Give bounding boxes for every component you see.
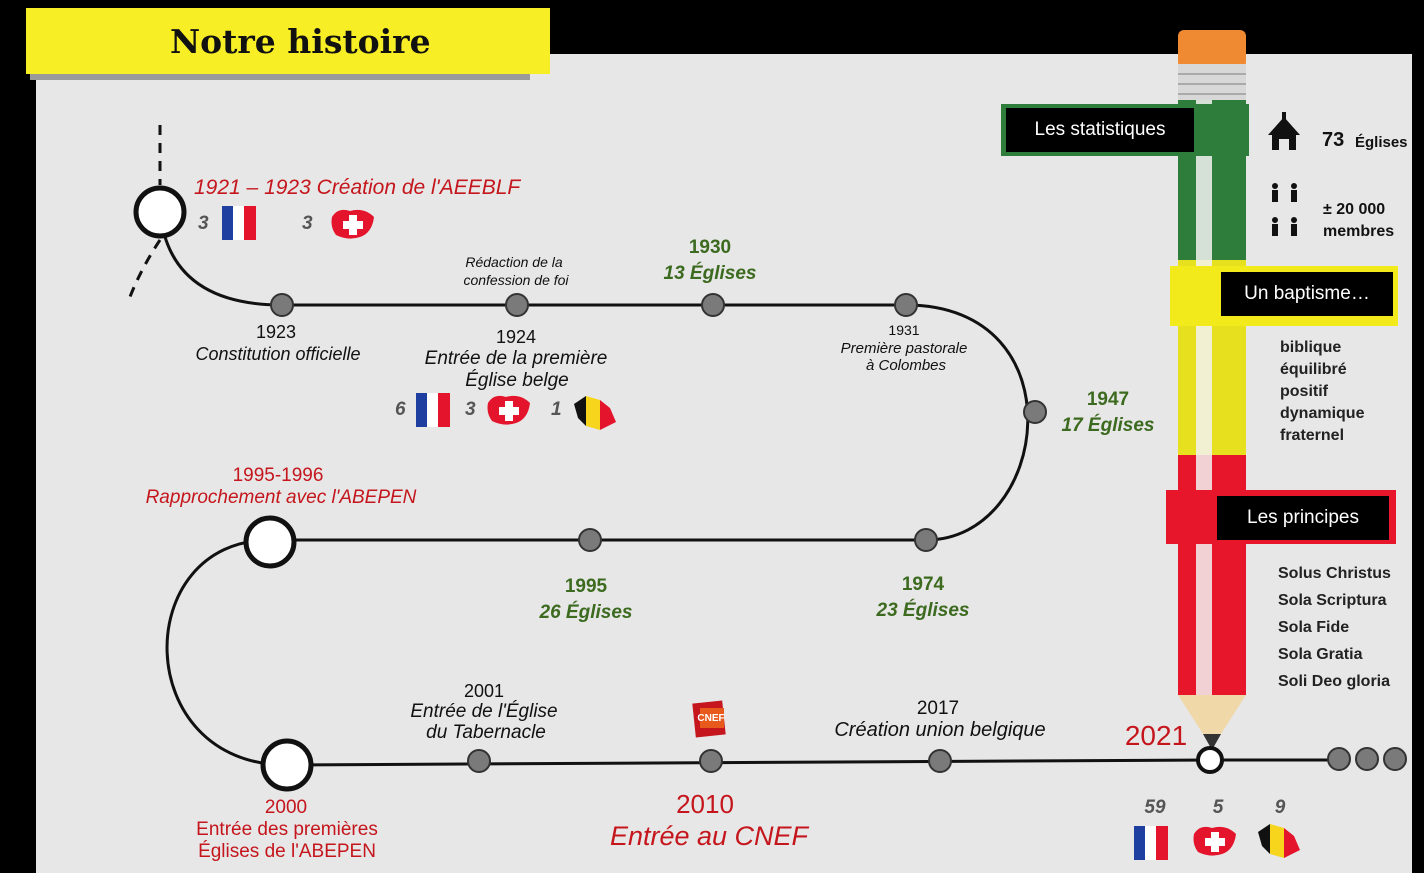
baptisme-item: dynamique: [1280, 405, 1365, 422]
event-2017-year: 2017: [916, 698, 960, 719]
principes-item: Sola Scriptura: [1278, 592, 1387, 609]
baptisme-list: biblique équilibré positif dynamique fra…: [1280, 337, 1364, 447]
count-ch-1921: 3: [302, 213, 313, 234]
event-1947-text: 17 Églises: [1061, 415, 1155, 436]
stats-label: Les statistiques: [1006, 108, 1194, 152]
timeline-path: [158, 211, 1330, 767]
baptisme-item: fraternel: [1280, 427, 1345, 444]
stats-membres-label: membres: [1323, 223, 1395, 240]
node-1931: [894, 293, 918, 317]
node-2010: [699, 749, 723, 773]
node-1921: [133, 185, 187, 239]
node-1995-1996: [243, 515, 297, 569]
principes-item: Solus Christus: [1278, 565, 1391, 582]
flag-france-1921: [222, 206, 256, 240]
event-2001-line2: du Tabernacle: [426, 722, 546, 743]
principes-item: Soli Deo gloria: [1278, 673, 1391, 690]
event-1995b-year: 1995-1996: [232, 465, 324, 486]
event-1974-year: 1974: [901, 574, 945, 595]
node-1947: [1023, 400, 1047, 424]
event-1921-title: 1921 – 1923 Création de l'AEEBLF: [194, 176, 521, 199]
baptisme-item: équilibré: [1280, 361, 1347, 378]
event-1974-text: 23 Églises: [876, 600, 970, 621]
event-2001-year: 2001: [463, 681, 505, 701]
event-1923-text: Constitution officielle: [195, 344, 361, 364]
event-2000-year: 2000: [264, 797, 308, 818]
event-2010-year: 2010: [676, 789, 734, 819]
future-dot-2: [1355, 747, 1379, 771]
event-1931-year: 1931: [888, 322, 920, 338]
event-1995-year: 1995: [564, 576, 608, 597]
baptisme-item: positif: [1280, 383, 1328, 400]
baptisme-label: Un baptisme…: [1221, 272, 1393, 316]
node-2000: [260, 738, 314, 792]
count-ch-1924: 3: [465, 399, 476, 420]
page-title: Notre histoire: [170, 22, 431, 61]
principes-label: Les principes: [1217, 496, 1389, 540]
count-fr-2021: 59: [1144, 797, 1166, 818]
redaction-line1: Rédaction de la: [465, 254, 563, 270]
people-icon: [1272, 183, 1297, 236]
event-1995b-text: Rapprochement avec l'ABEPEN: [145, 487, 417, 508]
principes-item: Sola Fide: [1278, 619, 1350, 636]
event-2001-line1: Entrée de l'Église: [410, 701, 558, 722]
event-2017-text: Création union belgique: [834, 719, 1046, 741]
node-2001: [467, 749, 491, 773]
baptisme-item: biblique: [1280, 339, 1342, 356]
stats-eglises-num: 73: [1322, 129, 1345, 151]
future-dot-3: [1383, 747, 1407, 771]
event-1930-year: 1930: [688, 237, 732, 258]
node-1924: [505, 293, 529, 317]
node-1923: [270, 293, 294, 317]
count-be-2021: 9: [1274, 797, 1286, 818]
cnef-logo-text: CNEF: [697, 713, 725, 724]
stats-eglises-label: Églises: [1355, 134, 1408, 151]
event-1924-line1: Entrée de la première: [424, 348, 608, 369]
future-dot-1: [1327, 747, 1351, 771]
event-2000-line2: Églises de l'ABEPEN: [198, 841, 376, 862]
event-1931-line1: Première pastorale: [840, 340, 968, 357]
node-2017: [928, 749, 952, 773]
count-fr-1924: 6: [395, 399, 406, 420]
title-shadow: [30, 72, 530, 80]
event-2000-line1: Entrée des premières: [196, 819, 378, 840]
redaction-line2: confession de foi: [463, 272, 569, 288]
event-2021-year: 2021: [1124, 720, 1188, 751]
event-1930-text: 13 Églises: [663, 263, 757, 284]
node-1995: [578, 528, 602, 552]
count-fr-1921: 3: [198, 213, 209, 234]
flag-france-1924: [416, 393, 450, 427]
principes-list: Solus Christus Sola Scriptura Sola Fide …: [1278, 560, 1391, 695]
event-1931-line2: à Colombes: [865, 357, 947, 374]
principes-item: Sola Gratia: [1278, 646, 1363, 663]
event-1947-year: 1947: [1086, 389, 1130, 410]
event-1924-line2: Église belge: [465, 370, 569, 391]
title-banner: [26, 8, 550, 74]
node-1930: [701, 293, 725, 317]
node-1974: [914, 528, 938, 552]
event-1924-year: 1924: [495, 327, 537, 347]
church-icon: [1268, 112, 1300, 150]
event-1923-year: 1923: [255, 322, 297, 342]
cnef-logo: [692, 700, 726, 738]
event-1995-text: 26 Églises: [539, 602, 633, 623]
flag-france-2021: [1134, 826, 1168, 860]
dashed-branch-line: [126, 239, 162, 303]
count-ch-2021: 5: [1212, 797, 1224, 818]
stats-membres-num: ± 20 000: [1323, 201, 1386, 218]
node-2021: [1196, 746, 1224, 774]
count-be-1924: 1: [551, 399, 562, 420]
event-2010-text: Entrée au CNEF: [609, 821, 809, 851]
